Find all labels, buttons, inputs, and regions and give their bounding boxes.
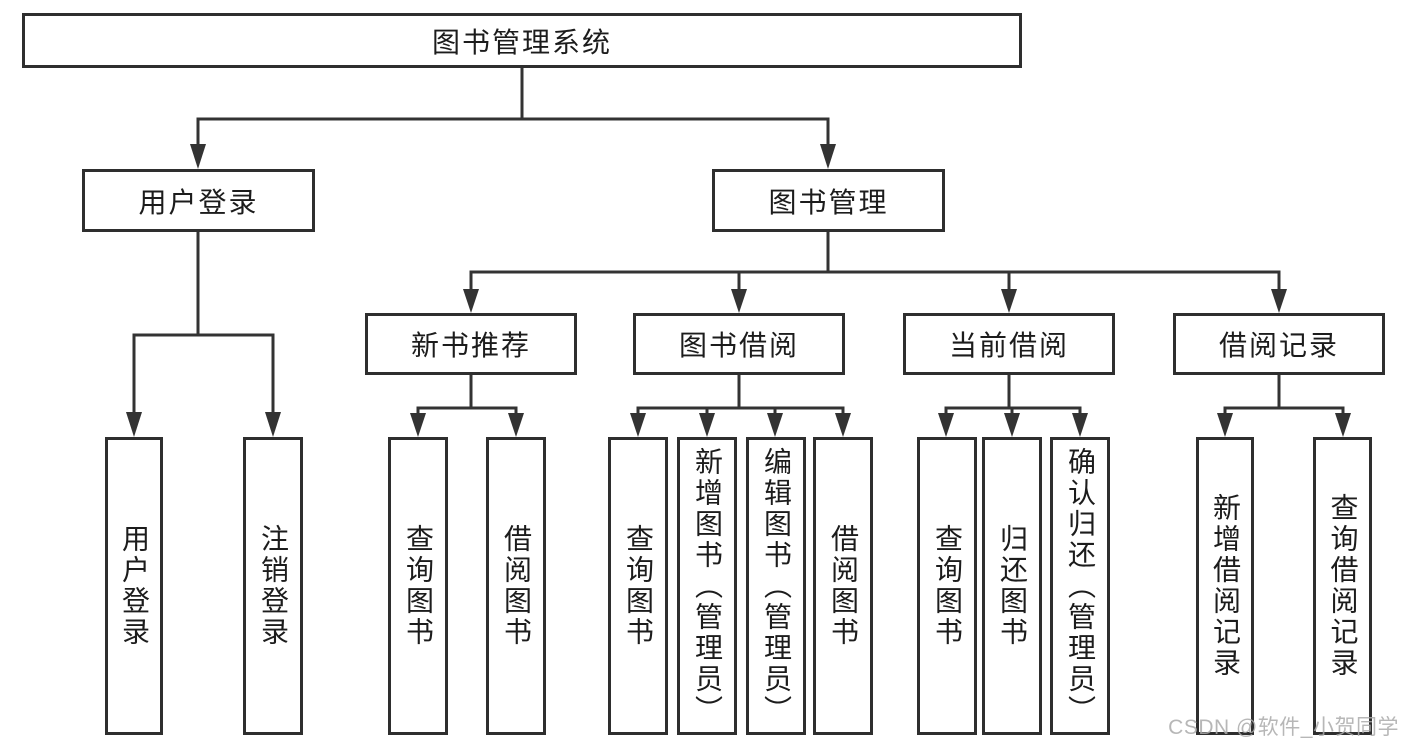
node-current-borrow: 当前借阅 [903, 313, 1115, 375]
leaf-confirm-return-admin: 确认归还（管理员） [1050, 437, 1110, 735]
node-book-management-label: 图书管理 [768, 186, 889, 218]
leaf-add-borrow-record: 新增借阅记录 [1196, 437, 1254, 735]
node-new-book-recommend: 新书推荐 [365, 313, 577, 375]
leaf-confirm-return-admin-label: 确认归还（管理员） [1065, 446, 1096, 726]
leaf-edit-book-admin: 编辑图书（管理员） [746, 437, 806, 735]
node-book-borrow-label: 图书借阅 [678, 330, 799, 361]
node-current-borrow-label: 当前借阅 [948, 330, 1069, 361]
node-user-login: 用户登录 [82, 169, 315, 232]
leaf-recommend-borrow-books: 借阅图书 [486, 437, 546, 735]
leaf-user-login-label: 用户登录 [119, 524, 150, 648]
node-user-login-label: 用户登录 [138, 186, 259, 218]
leaf-add-book-admin: 新增图书（管理员） [677, 437, 737, 735]
leaf-edit-book-admin-label: 编辑图书（管理员） [761, 446, 792, 726]
node-book-management: 图书管理 [712, 169, 945, 232]
leaf-borrow-query-books: 查询图书 [608, 437, 668, 735]
leaf-return-book: 归还图书 [982, 437, 1042, 735]
node-book-borrow: 图书借阅 [633, 313, 845, 375]
leaf-query-borrow-record-label: 查询借阅记录 [1327, 493, 1359, 679]
leaf-current-query-books: 查询图书 [917, 437, 977, 735]
node-root-library-system: 图书管理系统 [22, 13, 1022, 68]
leaf-current-query-books-label: 查询图书 [932, 524, 963, 648]
leaf-logout: 注销登录 [243, 437, 303, 735]
leaf-user-login: 用户登录 [105, 437, 163, 735]
leaf-logout-label: 注销登录 [258, 524, 289, 648]
node-new-book-recommend-label: 新书推荐 [410, 330, 531, 361]
leaf-add-book-admin-label: 新增图书（管理员） [692, 446, 723, 726]
leaf-query-borrow-record: 查询借阅记录 [1313, 437, 1372, 735]
node-borrow-records: 借阅记录 [1173, 313, 1385, 375]
csdn-watermark: CSDN @软件_小贺同学 [1168, 716, 1399, 739]
leaf-recommend-query-books-label: 查询图书 [403, 524, 434, 648]
node-borrow-records-label: 借阅记录 [1218, 330, 1339, 361]
leaf-borrow-query-books-label: 查询图书 [623, 524, 654, 648]
node-root-label: 图书管理系统 [431, 26, 612, 58]
leaf-return-book-label: 归还图书 [997, 524, 1028, 648]
leaf-add-borrow-record-label: 新增借阅记录 [1210, 493, 1241, 679]
leaf-recommend-query-books: 查询图书 [388, 437, 448, 735]
leaf-borrow-books: 借阅图书 [813, 437, 873, 735]
leaf-borrow-books-label: 借阅图书 [828, 524, 859, 648]
leaf-recommend-borrow-books-label: 借阅图书 [501, 524, 532, 648]
